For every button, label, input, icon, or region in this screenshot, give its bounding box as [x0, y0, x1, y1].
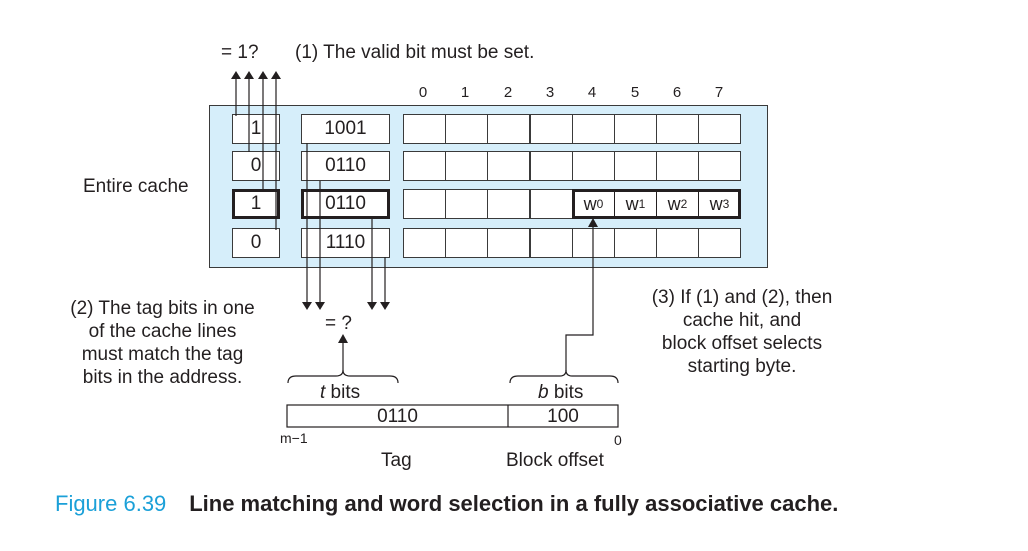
byte-cell	[572, 114, 615, 144]
t-bits-label: t bits	[320, 381, 360, 404]
column-index: 1	[460, 84, 470, 101]
tag-field-label: Tag	[381, 450, 412, 471]
msb-label: m−1	[280, 430, 308, 446]
t-variable: t	[320, 382, 326, 403]
column-index: 3	[545, 84, 555, 101]
figure-number: Figure 6.39	[55, 491, 167, 516]
byte-cell	[656, 151, 699, 181]
word-label: w	[625, 193, 639, 214]
byte-cell	[487, 114, 530, 144]
byte-cell	[403, 151, 446, 181]
b-bits-text: bits	[548, 382, 584, 403]
byte-cell	[530, 189, 573, 219]
address-register	[286, 404, 619, 428]
step2-line: of the cache lines	[88, 321, 237, 342]
entire-cache-label: Entire cache	[83, 176, 189, 197]
byte-cell	[403, 189, 446, 219]
up-arrow-icon	[231, 71, 241, 79]
word-index: 0	[596, 197, 604, 211]
word-index: 3	[722, 197, 730, 211]
word-label: w	[667, 193, 681, 214]
column-index: 5	[630, 84, 640, 101]
valid-check-label: = 1?	[221, 42, 259, 63]
step3-line: cache hit, and	[682, 310, 802, 331]
byte-cell	[614, 151, 657, 181]
tag-arrowheads	[302, 302, 390, 310]
tag-cell: 1001	[301, 114, 390, 144]
column-index: 7	[714, 84, 724, 101]
byte-cell	[698, 151, 741, 181]
byte-cell	[614, 228, 657, 258]
column-index: 4	[587, 84, 597, 101]
up-arrow-icon	[338, 334, 348, 343]
address-offset-value: 100	[547, 406, 579, 427]
t-bits-text: bits	[325, 382, 361, 403]
column-index: 2	[503, 84, 513, 101]
b-variable: b	[538, 382, 549, 403]
byte-cell	[487, 151, 530, 181]
down-arrow-icon	[367, 302, 377, 310]
lsb-label: 0	[614, 432, 622, 448]
down-arrow-icon	[380, 302, 390, 310]
valid-bit-arrows	[235, 78, 277, 230]
byte-cell	[487, 189, 530, 219]
byte-cell	[698, 114, 741, 144]
column-index: 6	[672, 84, 682, 101]
step3-line: (3) If (1) and (2), then	[651, 287, 833, 308]
byte-cell	[656, 228, 699, 258]
step2-line: must match the tag	[81, 344, 244, 365]
byte-cell	[487, 228, 530, 258]
step2-line: bits in the address.	[82, 367, 243, 388]
down-arrow-icon	[302, 302, 312, 310]
t-bits-brace	[287, 369, 399, 384]
offset-connector-line	[565, 226, 594, 371]
byte-cell	[445, 151, 488, 181]
word-label: w	[709, 193, 723, 214]
valid-bit-cell: 1	[232, 189, 280, 219]
up-arrow-icon	[271, 71, 281, 79]
figure-caption: Figure 6.39 Line matching and word selec…	[55, 491, 838, 517]
step3-line: block offset selects	[661, 333, 823, 354]
up-arrow-icon	[588, 218, 598, 227]
up-arrow-icon	[244, 71, 254, 79]
tag-compare-label: = ?	[325, 313, 352, 334]
word-index: 2	[680, 197, 688, 211]
column-index: 0	[418, 84, 428, 101]
byte-cell	[698, 228, 741, 258]
byte-cell	[530, 151, 573, 181]
tag-arrows	[306, 143, 386, 302]
valid-arrowheads	[231, 71, 281, 79]
b-bits-label: b bits	[538, 381, 583, 404]
step2-annotation: (2) The tag bits in one of the cache lin…	[50, 297, 275, 389]
valid-bit-cell: 0	[232, 151, 280, 181]
word-index: 1	[638, 197, 646, 211]
valid-bit-cell: 0	[232, 228, 280, 258]
byte-cell	[403, 228, 446, 258]
byte-cell	[530, 114, 573, 144]
step2-line: (2) The tag bits in one	[70, 298, 255, 319]
valid-bit-cell: 1	[232, 114, 280, 144]
tag-cell: 0110	[301, 189, 390, 219]
offset-field-label: Block offset	[506, 450, 604, 471]
address-tag-value: 0110	[377, 406, 418, 427]
tag-cell: 1110	[301, 228, 390, 258]
up-arrow-icon	[258, 71, 268, 79]
step3-line: starting byte.	[687, 356, 797, 377]
byte-cell	[445, 228, 488, 258]
caption-text: Line matching and word selection in a fu…	[189, 491, 839, 516]
step3-annotation: (3) If (1) and (2), then cache hit, and …	[632, 286, 852, 378]
down-arrow-icon	[315, 302, 325, 310]
step1-annotation: (1) The valid bit must be set.	[295, 42, 535, 63]
byte-cell	[614, 114, 657, 144]
word-label: w	[583, 193, 597, 214]
tag-cell: 0110	[301, 151, 390, 181]
